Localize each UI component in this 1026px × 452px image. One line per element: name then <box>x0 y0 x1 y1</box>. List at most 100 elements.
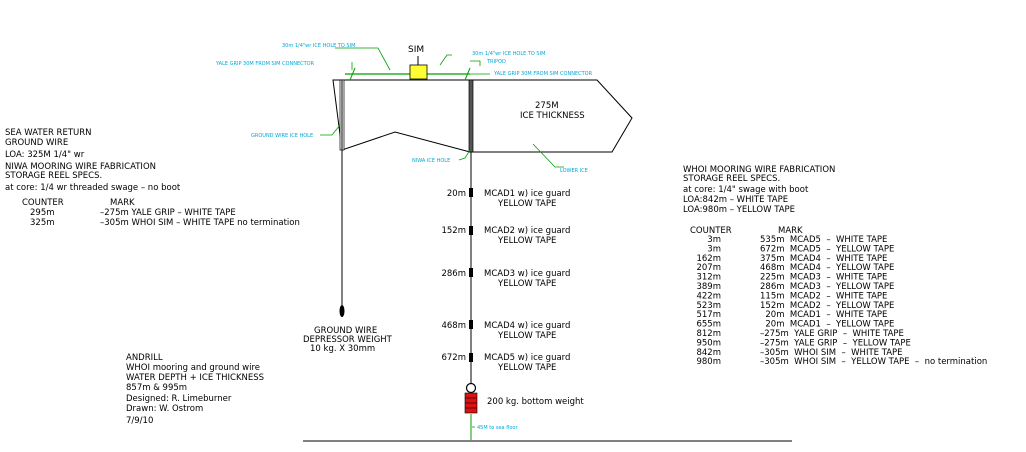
right-row-counter: 950m <box>696 338 721 348</box>
title-block: ANDRILL WHOI mooring and ground wire WAT… <box>126 353 264 426</box>
mcad4-desc: MCAD4 w) ice guard <box>484 321 570 331</box>
right-row-counter: 517m <box>696 310 721 320</box>
right-row-mark: 20m MCAD1 – YELLOW TAPE <box>760 320 894 330</box>
callout-ground-hole: GROUND WIRE ICE HOLE <box>251 133 313 139</box>
mcad5-marker <box>469 353 473 362</box>
right-row-counter: 655m <box>696 320 721 330</box>
left-line-6: at core: 1/4 wr threaded swage – no boot <box>5 183 181 193</box>
mcad1-depth: 20m <box>447 189 466 199</box>
mcad1-tape: YELLOW TAPE <box>497 199 556 209</box>
ground-weight-line1: GROUND WIRE <box>314 326 377 336</box>
mcad5-depth: 672m <box>441 353 466 363</box>
right-row-mark: 672m MCAD5 – YELLOW TAPE <box>760 244 894 254</box>
callout-niwa-hole: NIWA ICE HOLE <box>412 158 450 164</box>
ground-weight-line2: DEPRESSOR WEIGHT <box>303 335 393 345</box>
right-row-counter: 389m <box>696 282 721 292</box>
right-row-counter: 523m <box>696 301 721 311</box>
mcad3-depth: 286m <box>441 269 466 279</box>
right-row-mark: 115m MCAD2 – WHITE TAPE <box>760 291 887 301</box>
callout-yale-right: YALE GRIP 30M FROM SIM CONNECTOR <box>493 71 593 77</box>
title-line-7: 7/9/10 <box>126 416 153 426</box>
right-row-mark: 468m MCAD4 – YELLOW TAPE <box>760 263 894 273</box>
right-row-mark: –275m YALE GRIP – YELLOW TAPE <box>760 338 911 348</box>
left-line-5: STORAGE REEL SPECS. <box>5 171 102 181</box>
right-row-mark: 286m MCAD3 – YELLOW TAPE <box>760 282 894 292</box>
mcad2-marker <box>469 226 473 235</box>
bottom-weight-label: 200 kg. bottom weight <box>487 397 584 407</box>
right-row-mark: 535m MCAD5 – WHITE TAPE <box>760 235 887 245</box>
mcad4-depth: 468m <box>441 321 466 331</box>
depressor-weight <box>339 305 345 317</box>
left-row2-counter: 325m <box>30 218 55 228</box>
right-row-counter: 422m <box>696 291 721 301</box>
right-line-4: LOA:842m – WHITE TAPE <box>683 195 788 205</box>
right-line-3: at core: 1/4" swage with boot <box>683 185 809 195</box>
right-row-mark: 375m MCAD4 – WHITE TAPE <box>760 254 887 264</box>
callout-tripod: TRIPOD <box>486 59 506 65</box>
right-head-counter: COUNTER <box>690 226 732 236</box>
left-line-4: NIWA MOORING WIRE FABRICATION <box>5 162 156 172</box>
title-line-6: Drawn: W. Ostrom <box>126 404 203 414</box>
right-head-mark: MARK <box>778 226 803 236</box>
right-row-counter: 207m <box>696 263 721 273</box>
right-row-mark: 20m MCAD1 – WHITE TAPE <box>760 310 887 320</box>
mcad2-depth: 152m <box>441 226 466 236</box>
right-row-mark: 152m MCAD2 – YELLOW TAPE <box>760 301 894 311</box>
sim-box <box>409 64 428 80</box>
right-spec-rows: 3m 535m MCAD5 – WHITE TAPE 3m 672m MCAD5 – … <box>696 235 987 367</box>
left-row2-mark: –305m WHOI SIM – WHITE TAPE no terminati… <box>100 218 300 228</box>
right-row-mark: –275m YALE GRIP – WHITE TAPE <box>760 329 904 339</box>
mcad1-desc: MCAD1 w) ice guard <box>484 189 570 199</box>
mcad3-desc: MCAD3 w) ice guard <box>484 269 570 279</box>
left-row1-counter: 295m <box>30 208 55 218</box>
title-line-5: Designed: R. Limeburner <box>126 394 232 404</box>
mcad5-tape: YELLOW TAPE <box>497 363 556 373</box>
right-row-counter: 980m <box>696 357 721 367</box>
mcad3-marker <box>469 268 473 277</box>
ice-block <box>332 79 633 153</box>
title-line-2: WHOI mooring and ground wire <box>126 363 260 373</box>
callout-hole-left: 30m 1/4"wr ICE HOLE TO SIM <box>282 43 355 49</box>
callout-yale-left: YALE GRIP 30M FROM SIM CONNECTOR <box>215 61 315 67</box>
left-head-counter: COUNTER <box>22 198 64 208</box>
right-row-mark: –305m WHOI SIM – YELLOW TAPE – no termin… <box>760 357 987 367</box>
callout-sea-floor: 45M to sea floor <box>477 425 518 431</box>
title-line-1: ANDRILL <box>126 353 163 363</box>
shackle-ring <box>465 382 477 394</box>
mcad5-desc: MCAD5 w) ice guard <box>484 353 570 363</box>
ice-thickness-value: 275M <box>535 101 559 111</box>
right-line-5: LOA:980m – YELLOW TAPE <box>683 205 795 215</box>
title-line-4: 857m & 995m <box>126 383 187 393</box>
left-line-2: GROUND WIRE <box>5 138 68 148</box>
mcad2-desc: MCAD2 w) ice guard <box>484 226 570 236</box>
instrument-labels: 20m MCAD1 w) ice guard YELLOW TAPE 152m … <box>441 189 570 373</box>
title-line-3: WATER DEPTH + ICE THICKNESS <box>126 373 264 383</box>
mcad3-tape: YELLOW TAPE <box>497 279 556 289</box>
mcad2-tape: YELLOW TAPE <box>497 236 556 246</box>
left-line-3: LOA: 325M 1/4" wr <box>5 150 85 160</box>
right-row-counter: 162m <box>696 254 721 264</box>
right-line-1: WHOI MOORING WIRE FABRICATION <box>683 165 835 175</box>
right-row-counter: 812m <box>696 329 721 339</box>
ice-thickness-label: ICE THICKNESS <box>520 111 585 121</box>
right-row-mark: –305m WHOI SIM – WHITE TAPE <box>760 348 903 358</box>
left-row1-mark: –275m YALE GRIP – WHITE TAPE <box>100 208 236 218</box>
right-row-counter: 312m <box>696 273 721 283</box>
right-row-counter: 842m <box>696 348 721 358</box>
callout-lower-ice: LOWER ICE <box>560 168 588 174</box>
left-spec-block: SEA WATER RETURN GROUND WIRE LOA: 325M 1… <box>5 128 300 228</box>
right-row-mark: 225m MCAD3 – WHITE TAPE <box>760 273 887 283</box>
right-row-counter: 3m <box>707 244 721 254</box>
right-spec-block: WHOI MOORING WIRE FABRICATION STORAGE RE… <box>683 165 835 236</box>
right-row-counter: 3m <box>707 235 721 245</box>
callout-leaders <box>320 47 564 428</box>
left-head-mark: MARK <box>110 198 135 208</box>
niwa-ice-hole <box>468 79 474 153</box>
ground-weight-line3: 10 kg. X 30mm <box>310 344 375 354</box>
left-line-1: SEA WATER RETURN <box>5 128 92 138</box>
mcad4-tape: YELLOW TAPE <box>497 331 556 341</box>
right-line-2: STORAGE REEL SPECS. <box>683 174 780 184</box>
tripod-leg-left <box>349 67 356 81</box>
mcad4-marker <box>469 320 473 329</box>
